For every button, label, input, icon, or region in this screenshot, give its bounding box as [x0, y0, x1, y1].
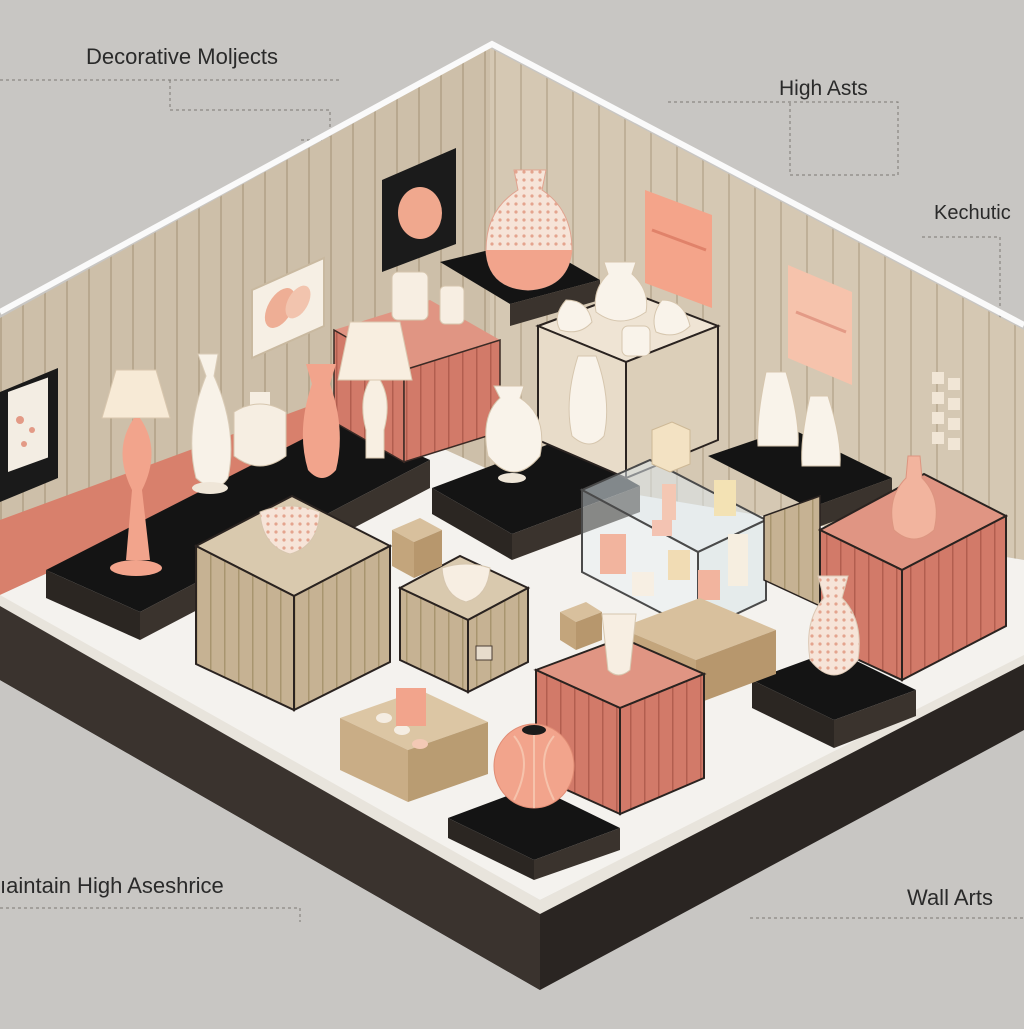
wall-tiles-art	[932, 372, 960, 450]
platform-right-front	[752, 650, 916, 748]
dotted-vase-right	[808, 575, 860, 676]
label-maintain: ıaintain High Aseshrice	[0, 873, 224, 898]
annotation-lines	[0, 79, 1024, 922]
wall-art-group	[0, 148, 960, 502]
cardboard-box-small	[560, 602, 602, 650]
label-decorative-objects: Decorative Moljects	[86, 44, 278, 69]
dotted-vase-large	[485, 169, 573, 291]
white-vases-right	[757, 371, 841, 467]
tan-block	[651, 421, 691, 473]
small-vases-cube	[556, 299, 691, 357]
peach-vase-slim	[302, 364, 340, 478]
ribbed-vase-center	[485, 385, 543, 483]
peach-panel-art	[645, 190, 712, 308]
label-kechutic: Kechutic	[934, 202, 1011, 224]
framed-botanical-art	[0, 368, 58, 502]
ribbed-round-vase-front	[493, 723, 575, 809]
platform-right-back	[708, 428, 892, 530]
lamp-center	[337, 321, 413, 459]
cardboard-box-back	[392, 518, 442, 578]
bowls	[259, 505, 491, 603]
room-base	[0, 592, 1024, 990]
platform-front	[448, 786, 620, 880]
glass-display-case	[579, 458, 769, 634]
white-vase-cube	[568, 355, 608, 445]
framed-leaf-art	[251, 256, 325, 360]
framed-circle-art	[382, 148, 456, 272]
lamp-left	[101, 369, 171, 576]
cardboard-box-front	[340, 688, 488, 802]
small-cups-shelf	[391, 271, 465, 325]
peach-vase-crate	[891, 455, 937, 540]
label-wall-arts: Wall Arts	[907, 885, 993, 910]
white-vase-tall	[191, 353, 232, 494]
cream-jar	[233, 392, 287, 467]
ribbed-vase-top	[594, 261, 648, 322]
label-high-arts: High Asts	[779, 77, 868, 100]
pink-panel-art	[788, 265, 852, 385]
white-cup-front	[601, 613, 637, 676]
